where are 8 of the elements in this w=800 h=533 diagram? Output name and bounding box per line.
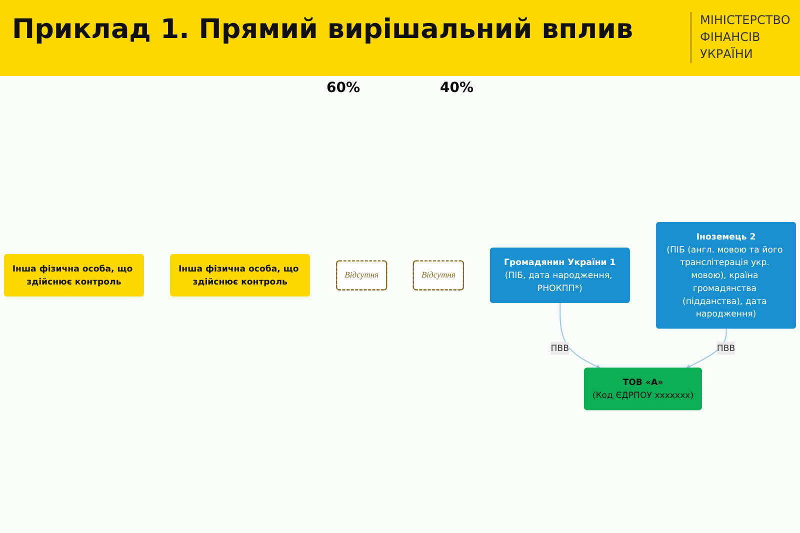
arrow: [686, 329, 727, 369]
edge-label: ПВВ: [716, 343, 736, 354]
ministry-name: МІНІСТЕРСТВО ФІНАНСІВ УКРАЇНИ: [690, 12, 800, 63]
edge-label: ПВВ: [550, 343, 570, 354]
share-percentage: 60%: [326, 80, 360, 96]
title: Приклад 1. Прямий вирішальний вплив: [12, 14, 634, 45]
share-percentage: 40%: [440, 80, 474, 96]
arrow: [560, 303, 601, 369]
